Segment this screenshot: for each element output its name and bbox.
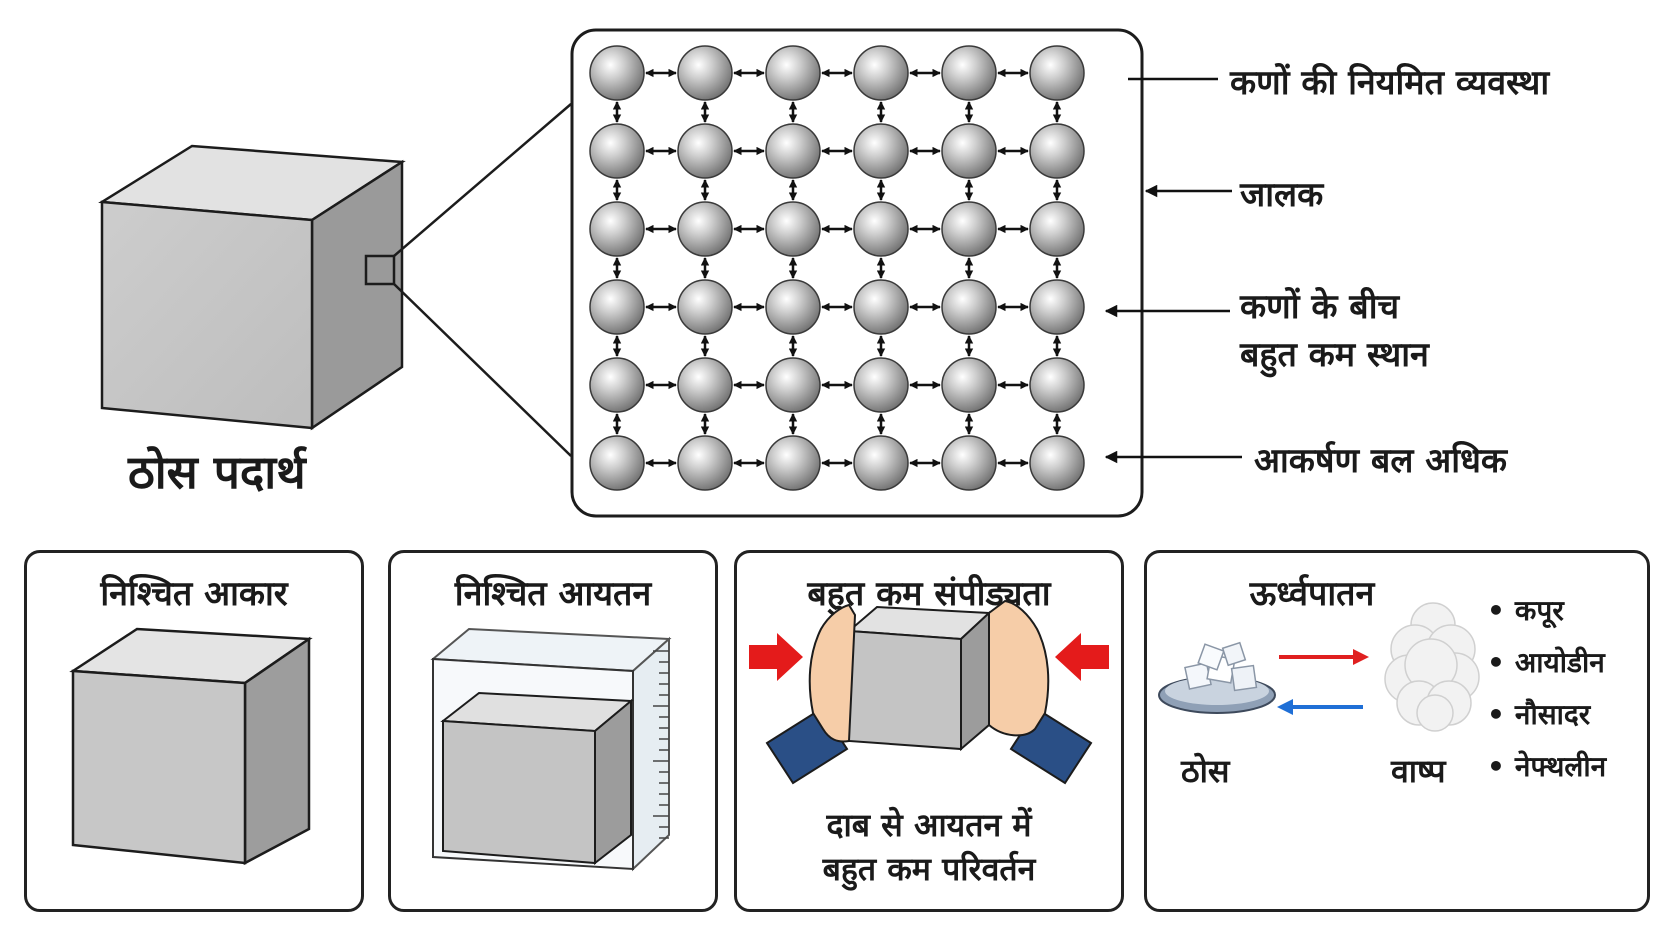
caption-line2: बहुत कम परिवर्तन [822,850,1036,888]
panel-compressibility: बहुत कम संपीड्यता दाब से आयतन में बहुत क… [734,550,1124,912]
particle [1029,357,1085,413]
particle [853,123,909,179]
particle [589,123,645,179]
particle [1029,201,1085,257]
right-hand [988,599,1093,785]
press-arrow-right [1055,633,1109,681]
vapour-label: वाष्प [1391,752,1446,790]
volume-scale-ticks [653,650,669,839]
sublimation-example-item: नौसादर [1487,689,1606,741]
panel-sublimation-title: ऊर्ध्वपातन [1249,574,1375,614]
particle [765,279,821,335]
particle [853,435,909,491]
particle [677,201,733,257]
sublimation-example-item: कपूर [1487,585,1606,637]
particle [765,357,821,413]
callout-regular-arrangement: कणों की नियमित व्यवस्था [1230,63,1550,103]
panel-definite-volume-title: निश्चित आयतन [454,574,652,614]
particle [941,279,997,335]
particle [941,123,997,179]
callout-attraction-force: आकर्षण बल अधिक [1254,441,1508,481]
particle [589,279,645,335]
zoom-line-bottom [393,283,572,457]
particle [765,201,821,257]
particle [589,45,645,101]
particle [765,435,821,491]
particle [853,279,909,335]
press-arrow-left [749,633,803,681]
solid-matter-label: ठोस पदार्थ [128,445,306,499]
particle [677,123,733,179]
callout-space-line1: कणों के बीच [1240,287,1400,327]
callout-particle-space: कणों के बीच बहुत कम स्थान [1240,283,1429,379]
particle [853,45,909,101]
callout-space-line2: बहुत कम स्थान [1240,335,1429,375]
vapour-cloud [1384,602,1480,732]
particle [589,357,645,413]
particle [589,201,645,257]
panel-sublimation: ऊर्ध्वपातन ठोस वाष्प [1144,550,1650,912]
particle [941,435,997,491]
particle [677,279,733,335]
solid-crystals-on-plate [1158,641,1276,714]
particle [941,201,997,257]
cube-definite-shape [69,627,313,866]
hands-pressing-cube [749,599,1109,785]
solid-cube-large [98,144,406,431]
particle [1029,123,1085,179]
container-with-cube [430,627,672,872]
panel-definite-shape: निश्चित आकार [24,550,364,912]
sublimation-example-item: आयोडीन [1487,637,1606,689]
left-hand [765,603,857,785]
sublimation-example-item: नेफ्थलीन [1487,741,1606,793]
particle [853,201,909,257]
particle [941,357,997,413]
zoom-line-top [393,103,572,257]
particle [677,435,733,491]
particle [589,435,645,491]
particle [677,357,733,413]
zoom-region-marker [364,254,396,286]
caption-line1: दाब से आयतन में [826,806,1032,844]
particle [853,357,909,413]
panel-definite-volume: निश्चित आयतन [388,550,718,912]
sublimation-examples-list: कपूरआयोडीननौसादरनेफ्थलीन [1487,585,1606,793]
panel-definite-shape-title: निश्चित आकार [100,574,288,614]
compressibility-caption: दाब से आयतन में बहुत कम परिवर्तन [737,803,1121,891]
particle-lattice [589,45,1085,491]
particle [1029,279,1085,335]
sublimation-diagram [1158,602,1480,732]
particle [765,45,821,101]
particle [941,45,997,101]
solid-label: ठोस [1181,752,1230,790]
particle [677,45,733,101]
callout-lattice: जालक [1240,175,1324,215]
particle [765,123,821,179]
particle [1029,45,1085,101]
particle [1029,435,1085,491]
